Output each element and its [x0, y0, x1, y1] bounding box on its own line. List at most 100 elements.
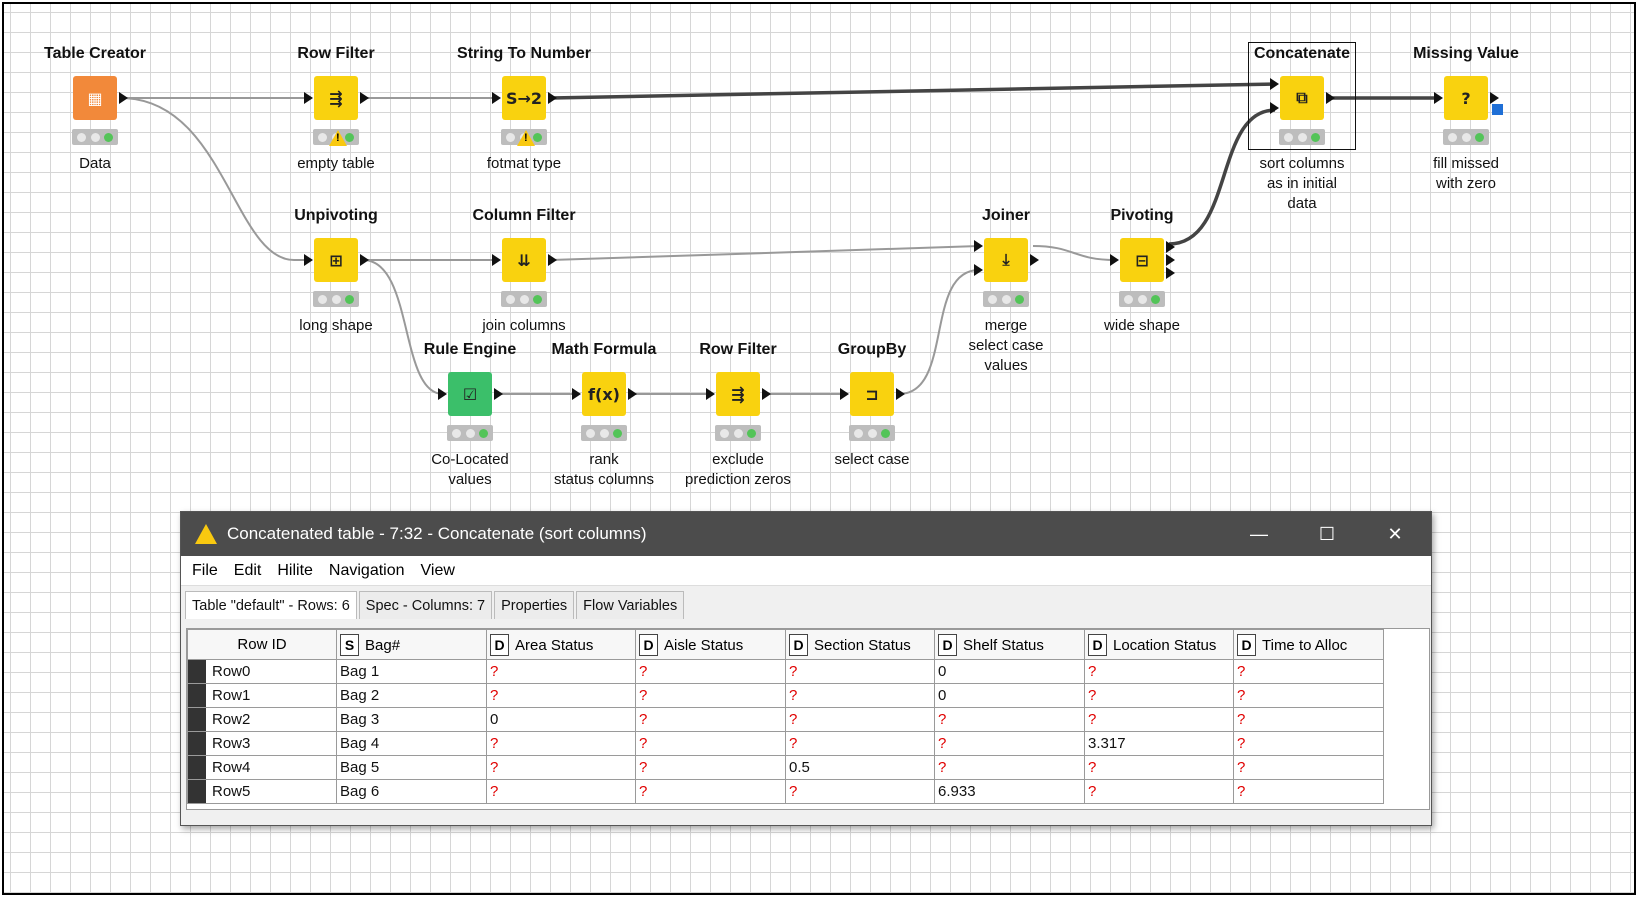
output-port-icon[interactable]	[548, 254, 557, 266]
table-cell[interactable]: ?	[934, 731, 1085, 756]
node-label[interactable]: fill missed with zero	[1433, 155, 1499, 192]
table-cell[interactable]: 0	[934, 659, 1085, 684]
table-cell[interactable]: ?	[785, 707, 935, 732]
menu-hilite[interactable]: Hilite	[277, 561, 313, 579]
node-label[interactable]: Co-Located values	[431, 451, 509, 488]
table-cell[interactable]: ?	[1233, 659, 1384, 684]
connection-wire[interactable]	[898, 269, 980, 395]
table-cell[interactable]: ?	[1233, 683, 1384, 708]
output-port-icon[interactable]	[1490, 92, 1499, 104]
table-cell[interactable]: 0	[486, 707, 636, 732]
input-port-icon[interactable]	[492, 254, 501, 266]
concatenate-icon[interactable]: ⧉	[1280, 76, 1324, 120]
table-cell[interactable]: ?	[1233, 707, 1384, 732]
node-label[interactable]: fotmat type	[486, 155, 562, 172]
pivot-icon[interactable]: ⊟	[1120, 238, 1164, 282]
row-id-cell[interactable]: Row5	[187, 779, 337, 804]
output-port-icon[interactable]	[896, 388, 905, 400]
input-port-icon[interactable]	[1110, 254, 1119, 266]
tab-1[interactable]: Spec - Columns: 7	[358, 591, 493, 619]
table-cell[interactable]: ?	[1233, 779, 1384, 804]
table-cell[interactable]: 0.5	[785, 755, 935, 780]
node-label[interactable]: join columns	[482, 317, 566, 334]
minimize-button[interactable]: —	[1250, 524, 1268, 544]
output-port-icon[interactable]	[628, 388, 637, 400]
menu-view[interactable]: View	[420, 561, 455, 579]
node-label[interactable]: sort columns as in initial data	[1259, 155, 1345, 212]
output-port-icon[interactable]	[1326, 92, 1335, 104]
tab-2[interactable]: Properties	[494, 591, 575, 619]
joiner-icon[interactable]: ⤓	[984, 238, 1028, 282]
input-port-icon[interactable]	[1270, 78, 1279, 90]
node-label[interactable]: long shape	[299, 317, 373, 334]
table-cell[interactable]: ?	[486, 683, 636, 708]
row-id-cell[interactable]: Row0	[187, 659, 337, 684]
input-port-icon[interactable]	[706, 388, 715, 400]
table-cell[interactable]: ?	[486, 659, 636, 684]
table-cell[interactable]: ?	[1233, 731, 1384, 756]
node-label[interactable]: wide shape	[1104, 317, 1180, 334]
table-cell[interactable]: ?	[934, 707, 1085, 732]
flow-variable-port-icon[interactable]	[1492, 104, 1503, 115]
table-cell[interactable]: ?	[785, 659, 935, 684]
node-label[interactable]: merge select case values	[968, 317, 1044, 374]
output-port-icon[interactable]	[1030, 254, 1039, 266]
table-cell[interactable]: ?	[635, 779, 786, 804]
table-cell[interactable]: ?	[785, 683, 935, 708]
table-cell[interactable]: ?	[486, 779, 636, 804]
output-port-icon[interactable]	[1166, 267, 1175, 279]
formula-icon[interactable]: f(x)	[582, 372, 626, 416]
input-port-icon[interactable]	[304, 92, 313, 104]
node-label[interactable]: empty table	[297, 155, 375, 172]
input-port-icon[interactable]	[840, 388, 849, 400]
column-header[interactable]: Row ID	[187, 629, 337, 660]
filter-arrows-icon[interactable]: ⇶	[314, 76, 358, 120]
input-port-icon[interactable]	[438, 388, 447, 400]
table-cell[interactable]: ?	[785, 779, 935, 804]
menu-file[interactable]: File	[192, 561, 218, 579]
table-cell[interactable]: ?	[1084, 659, 1234, 684]
table-cell[interactable]: Bag 4	[336, 731, 487, 756]
tab-3[interactable]: Flow Variables	[576, 591, 685, 619]
output-port-icon[interactable]	[360, 92, 369, 104]
table-cell[interactable]: ?	[1084, 779, 1234, 804]
output-port-icon[interactable]	[119, 92, 128, 104]
input-port-icon[interactable]	[1434, 92, 1443, 104]
table-cell[interactable]: ?	[1084, 683, 1234, 708]
input-port-icon[interactable]	[492, 92, 501, 104]
connection-wire[interactable]	[1168, 108, 1276, 246]
string-to-number-icon[interactable]: S→2	[502, 76, 546, 120]
table-cell[interactable]: ?	[1233, 755, 1384, 780]
row-id-cell[interactable]: Row3	[187, 731, 337, 756]
question-mark-icon[interactable]: ?	[1444, 76, 1488, 120]
table-cell[interactable]: Bag 5	[336, 755, 487, 780]
node-label[interactable]: rank status columns	[553, 451, 655, 488]
table-cell[interactable]: 0	[934, 683, 1085, 708]
node-label[interactable]: Data	[79, 155, 111, 172]
menu-navigation[interactable]: Navigation	[328, 561, 405, 579]
connection-wire[interactable]	[120, 97, 309, 261]
table-cell[interactable]: 6.933	[934, 779, 1085, 804]
input-port-icon[interactable]	[572, 388, 581, 400]
table-cell[interactable]: ?	[635, 731, 786, 756]
maximize-button[interactable]: ☐	[1318, 524, 1336, 544]
table-cell[interactable]: ?	[635, 755, 786, 780]
table-cell[interactable]: 3.317	[1084, 731, 1234, 756]
table-cell[interactable]: ?	[1084, 707, 1234, 732]
output-port-icon[interactable]	[762, 388, 771, 400]
table-cell[interactable]: ?	[635, 659, 786, 684]
filter-arrows-icon[interactable]: ⇶	[716, 372, 760, 416]
input-port-icon[interactable]	[974, 264, 983, 276]
